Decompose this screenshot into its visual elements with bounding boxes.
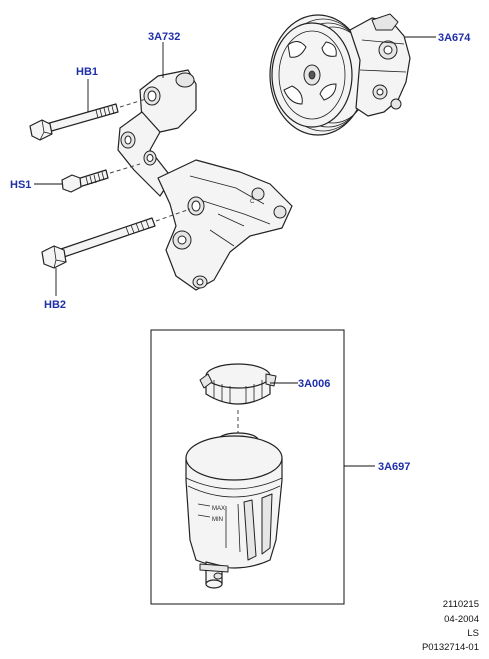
pump-callout[interactable]: 3A674: [438, 32, 471, 44]
illustration-id: P0132714-01: [421, 642, 479, 653]
min-mark: MIN: [212, 517, 223, 523]
max-mark: MAX: [212, 506, 225, 512]
hb1-dash: [119, 98, 147, 108]
diagram-code: 2110215: [442, 599, 479, 610]
reservoir-callout[interactable]: 3A697: [378, 461, 410, 473]
reservoir-frame: [150, 329, 345, 605]
power-steering-pump[interactable]: [269, 13, 411, 136]
hb1-callout[interactable]: HB1: [76, 66, 98, 78]
diagram-date: 04-2004: [444, 614, 479, 625]
bolt-hs1[interactable]: [61, 169, 109, 193]
diagram-model: LS: [467, 628, 479, 639]
reservoir-cap[interactable]: [199, 363, 277, 405]
hb2-callout[interactable]: HB2: [44, 299, 66, 311]
reservoir-body[interactable]: MAX MIN: [185, 432, 283, 589]
hs1-dash: [109, 163, 141, 174]
cap-callout[interactable]: 3A006: [298, 378, 330, 390]
pump-bracket[interactable]: C: [117, 69, 293, 291]
hs1-callout[interactable]: HS1: [10, 179, 31, 191]
bolt-hb1[interactable]: [29, 103, 119, 141]
svg-text:C: C: [250, 199, 255, 205]
bracket-callout[interactable]: 3A732: [148, 31, 180, 43]
bolt-hb2[interactable]: [41, 217, 156, 269]
hb2-dash: [155, 208, 191, 222]
